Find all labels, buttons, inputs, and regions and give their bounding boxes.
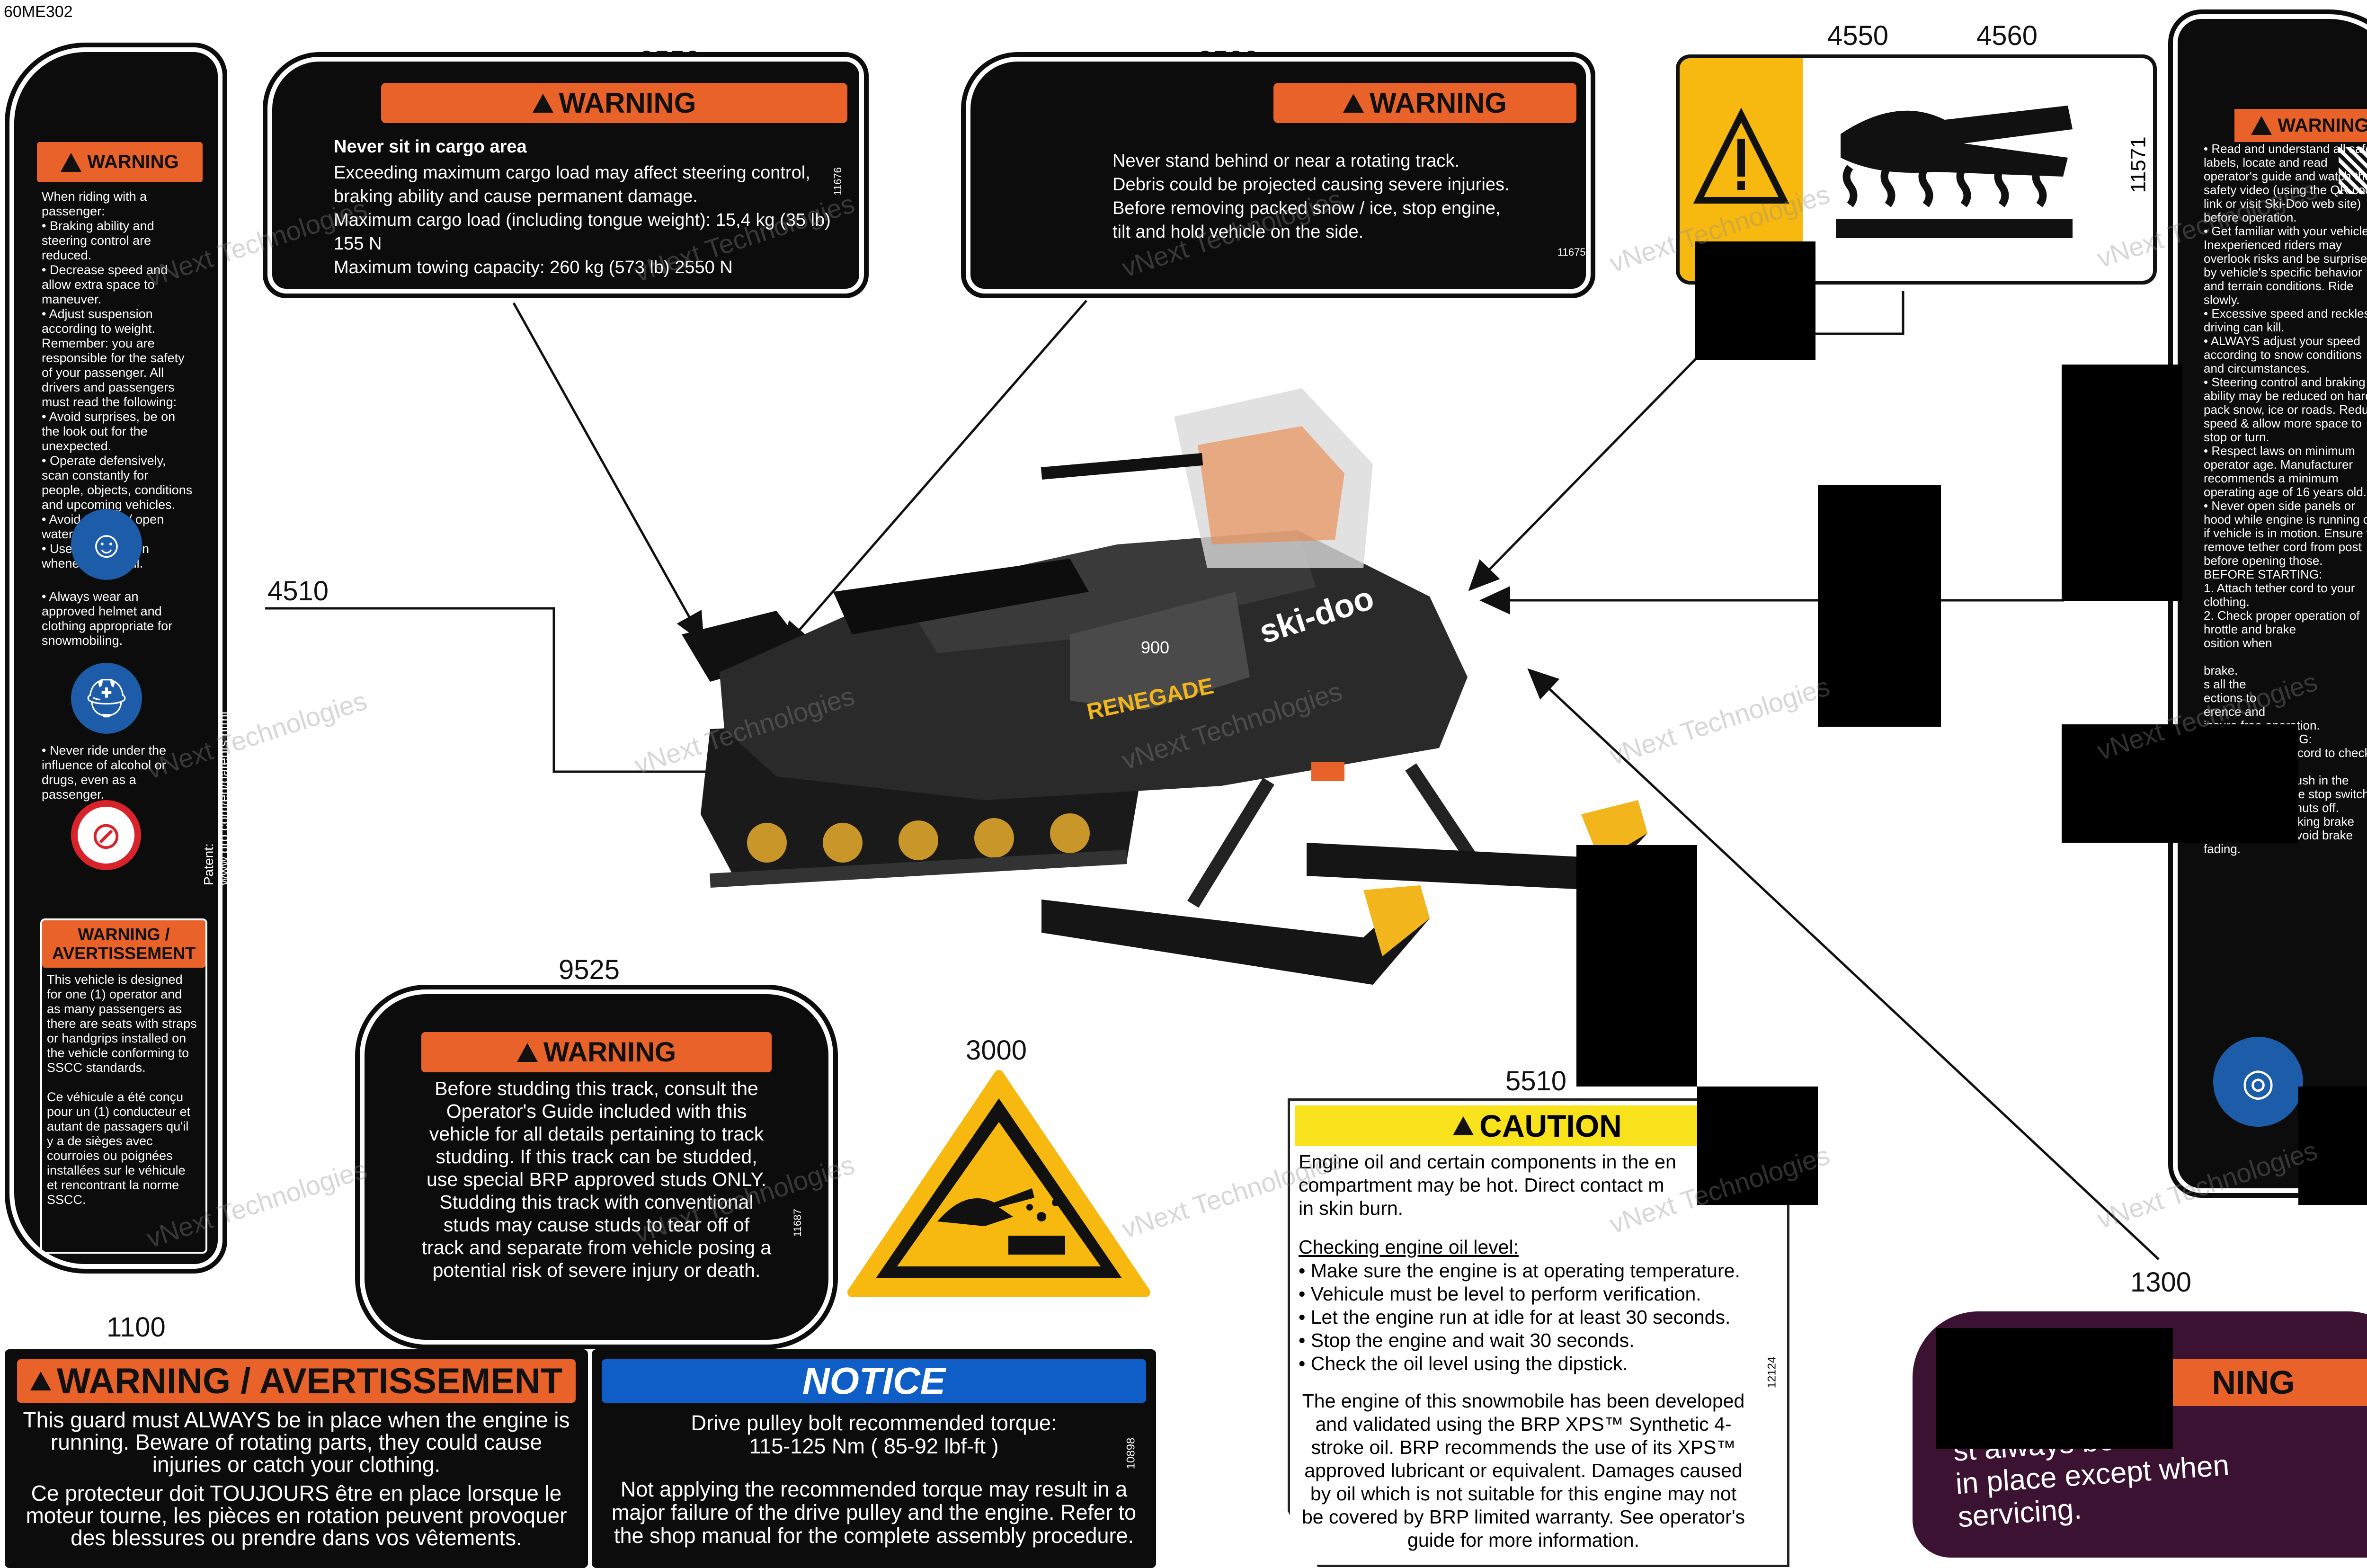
- redaction-block: [1695, 241, 1815, 360]
- warning-heading: WARNING: [559, 87, 696, 119]
- snowmobile-engine-text: 900: [1141, 638, 1169, 657]
- passenger-hold-icon: ☺: [71, 509, 142, 580]
- occupancy-warning-heading: WARNING / AVERTISSEMENT: [42, 920, 205, 968]
- oil-recommendation-text: The engine of this snowmobile has been d…: [1301, 1390, 1745, 1551]
- decal-9550-cargo-warning: WARNING Never sit in cargo area Exceedin…: [267, 57, 864, 294]
- occupancy-warning-text: This vehicle is designed for one (1) ope…: [47, 972, 197, 1207]
- callout-4550: 4550: [1827, 20, 1889, 51]
- warning-triangle-icon: [1693, 107, 1789, 204]
- qr-code-icon: [2339, 147, 2367, 194]
- hearing-protection-icon: ◎: [2213, 1037, 2303, 1127]
- torque-text: Drive pulley bolt recommended torque: 11…: [691, 1411, 1057, 1458]
- warning-header: WARNING: [1273, 83, 1576, 123]
- guard-text-french: Ce protecteur doit TOUJOURS être en plac…: [26, 1481, 567, 1550]
- warning-heading: WARNING: [2278, 115, 2367, 136]
- hot-surface-hand-icon: [1836, 106, 2073, 238]
- guard-text-english: This guard must ALWAYS be in place when …: [23, 1408, 570, 1477]
- part-id: 11687: [791, 1209, 803, 1237]
- callout-1100: 1100: [107, 1312, 166, 1343]
- decal-3000-projectile-hazard: [847, 1070, 1150, 1297]
- part-id: 12124: [1765, 1356, 1779, 1389]
- warning-header: WARNING / AVERTISSEMENT: [17, 1359, 576, 1403]
- caution-heading: CAUTION: [1479, 1108, 1622, 1143]
- warning-heading: WARNING: [543, 1037, 676, 1068]
- callout-4560: 4560: [1976, 20, 2038, 51]
- callout-1300: 1300: [2130, 1267, 2192, 1298]
- cargo-subheading: Never sit in cargo area: [334, 137, 527, 157]
- warning-triangle-icon: [516, 1042, 538, 1062]
- warning-triangle-icon: [30, 1372, 51, 1390]
- decal-9500-track-warning: WARNING Never stand behind or near a rot…: [966, 57, 1591, 294]
- alcohol-warning-text: • Never ride under the influence of alco…: [42, 743, 167, 802]
- warning-triangle-icon: [2251, 116, 2272, 135]
- hot-oil-text: Engine oil and certain components in the…: [1299, 1151, 1676, 1219]
- cargo-warning-text: Exceeding maximum cargo load may affect …: [334, 163, 831, 277]
- notice-heading: NOTICE: [602, 1359, 1146, 1403]
- warning-heading: WARNING: [1370, 87, 1507, 119]
- occupancy-warning-box: WARNING / AVERTISSEMENT This vehicle is …: [40, 918, 207, 1254]
- callout-4510: 4510: [267, 576, 329, 606]
- track-warning-text: Never stand behind or near a rotating tr…: [1112, 151, 1510, 242]
- callout-3000: 3000: [966, 1035, 1027, 1066]
- decal-9525-studding-warning: WARNING Before studding this track, cons…: [360, 989, 833, 1345]
- warning-heading: WARNING / AVERTISSEMENT: [56, 1361, 563, 1401]
- hand-icon: [937, 1188, 1034, 1226]
- caution-triangle-icon: [1453, 1116, 1474, 1135]
- helmet-icon: ⛑: [71, 663, 142, 734]
- redaction-block: [1697, 1087, 1818, 1205]
- redaction-block: [1936, 1328, 2173, 1449]
- diagram-code: 60ME302: [4, 3, 73, 21]
- warning-header: WARNING: [381, 83, 847, 123]
- warning-header: WARNING: [2234, 109, 2367, 142]
- warning-header: WARNING: [37, 142, 203, 182]
- decal-drive-pulley-notice: NOTICE Drive pulley bolt recommended tor…: [592, 1349, 1156, 1568]
- part-id: 11571: [2127, 136, 2150, 193]
- redaction-block: [2062, 724, 2298, 843]
- part-id: 11675: [1557, 246, 1586, 258]
- decal-left-passenger-warning: WARNING When riding with a passenger: • …: [9, 47, 231, 1269]
- warning-triangle-icon: [532, 93, 553, 113]
- no-alcohol-icon: ⊘: [71, 800, 141, 870]
- redaction-block: [1576, 845, 1697, 1087]
- helmet-warning-text: • Always wear an approved helmet and clo…: [42, 589, 173, 648]
- callout-9525: 9525: [559, 954, 620, 985]
- studding-warning-text: Before studding this track, consult the …: [421, 1078, 772, 1281]
- warning-heading-fragment: NING: [2212, 1364, 2295, 1401]
- redaction-block: [2298, 1087, 2367, 1205]
- snowmobile-illustration: ski-doo RENEGADE 900: [682, 388, 1647, 985]
- warning-triangle-icon: [61, 152, 82, 172]
- decal-right-operator-warning: WARNING • Read and understand all safety…: [2173, 14, 2367, 1193]
- warning-heading: WARNING: [87, 151, 179, 172]
- part-id: 10898: [1124, 1437, 1138, 1470]
- oil-check-list: • Make sure the engine is at operating t…: [1299, 1260, 1740, 1374]
- warning-triangle-icon: [1343, 93, 1364, 113]
- warning-header: WARNING: [421, 1032, 772, 1072]
- redaction-block: [2062, 365, 2182, 601]
- decal-1100-guard-warning: WARNING / AVERTISSEMENT This guard must …: [5, 1349, 588, 1568]
- redaction-block: [1818, 485, 1941, 727]
- oil-check-subheading: Checking engine oil level:: [1299, 1236, 1519, 1258]
- torque-failure-text: Not applying the recommended torque may …: [611, 1477, 1137, 1548]
